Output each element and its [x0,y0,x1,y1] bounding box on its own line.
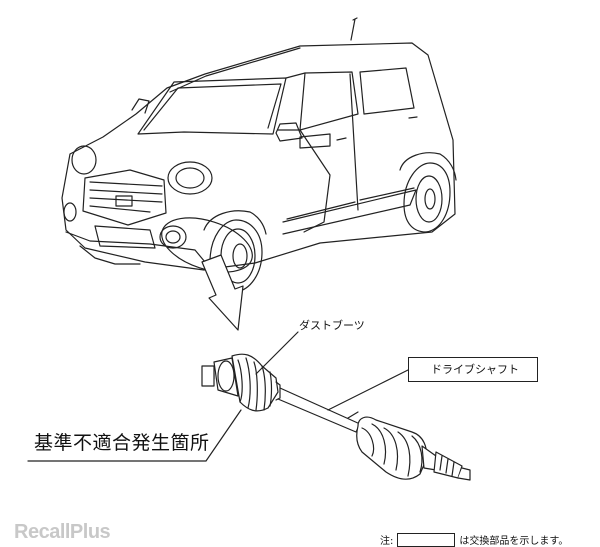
leader-lines [27,331,409,462]
legend-note: 注: は交換部品を示します。 [380,532,568,547]
drive-shaft-label: ドライブシャフト [431,363,519,376]
defect-location-label: 基準不適合発生箇所 [34,432,210,454]
note-prefix: 注: [380,536,394,547]
defect-area-marker [161,217,253,273]
drive-shaft-illustration [201,353,471,481]
indicator-arrow [201,254,244,331]
dust-boot-label: ダストブーツ [299,319,365,332]
note-suffix: は交換部品を示します。 [459,536,569,547]
car-illustration [61,17,457,293]
watermark-logo: RecallPlus [14,521,111,543]
replacement-part-legend-box [397,532,456,547]
drive-shaft-label-box [408,357,538,382]
